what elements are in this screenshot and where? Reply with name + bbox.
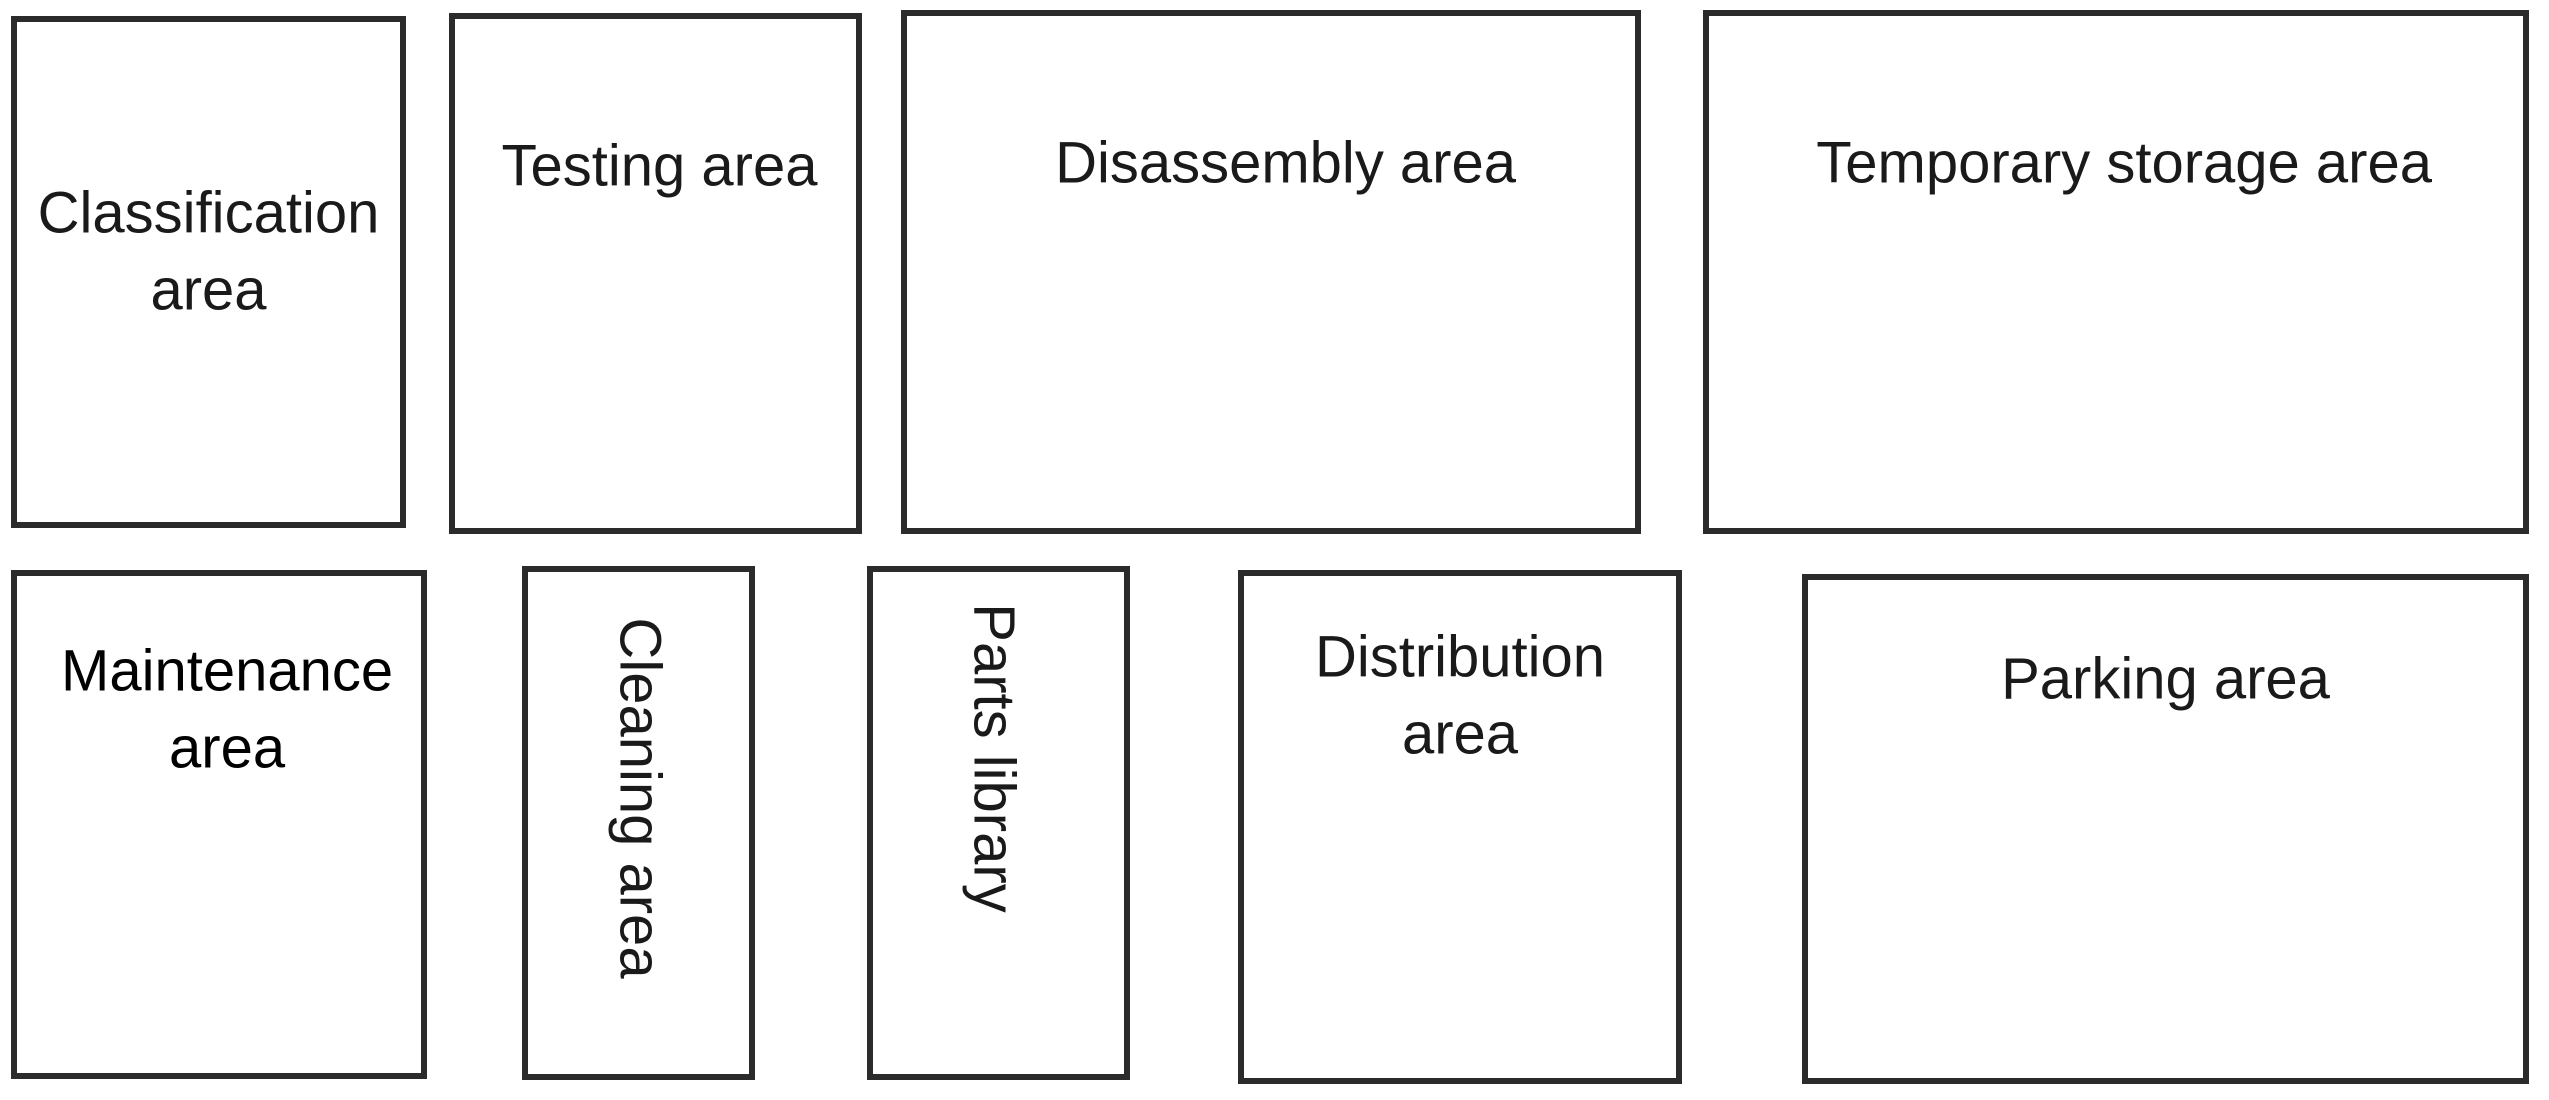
maintenance-area-label: Maintenance area [61, 638, 394, 781]
disassembly-area-label: Disassembly area [1055, 131, 1517, 197]
temporary-storage-area-box: Temporary storage area [1703, 10, 2529, 534]
cleaning-area-box: Cleaning area [522, 566, 755, 1080]
parking-area-box: Parking area [1802, 574, 2529, 1084]
parts-library-box: Parts library [867, 566, 1130, 1080]
disassembly-area-box: Disassembly area [901, 10, 1641, 534]
maintenance-area-box: Maintenance area [11, 570, 427, 1079]
temporary-storage-area-label: Temporary storage area [1816, 131, 2432, 197]
cleaning-area-label: Cleaning area [606, 617, 672, 979]
parking-area-label: Parking area [2001, 646, 2330, 712]
parts-library-label: Parts library [961, 603, 1027, 913]
distribution-area-label: Distribution area [1314, 624, 1606, 767]
classification-area-label: Classification area [37, 180, 380, 322]
testing-area-label: Testing area [501, 133, 818, 199]
distribution-area-box: Distribution area [1238, 570, 1682, 1084]
classification-area-box: Classification area [11, 16, 406, 528]
testing-area-box: Testing area [449, 13, 862, 534]
